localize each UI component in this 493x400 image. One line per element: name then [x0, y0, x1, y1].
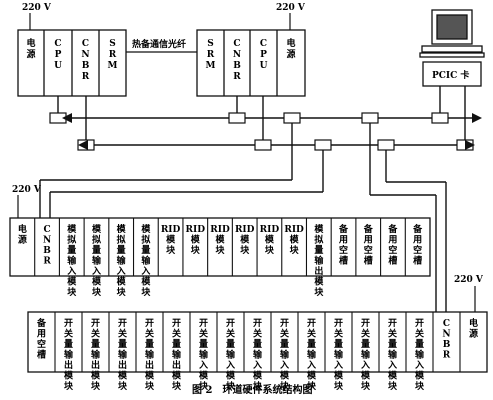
plc-right-slot-label: 电源: [286, 37, 295, 60]
rack-b-slot-label: 开关量输入模块: [252, 318, 263, 392]
plc-rack-right: [196, 29, 306, 97]
rack-a-slot-label: 备用空槽: [363, 223, 374, 267]
power-label-rack-b: 220 V: [454, 275, 484, 285]
rack-a-slot-label: 模拟量输出模块: [314, 223, 324, 298]
rack-a-slot-label: 备用空槽: [412, 223, 423, 267]
rack-a-slot-label: 模拟量输入模块: [91, 223, 102, 298]
rack-b-slots: 备用空槽 开关量输出模块 开关量输出模块 开关量输出模块 开关量输出模块 开关量输出模块 开…: [36, 312, 478, 392]
rack-b-slot-label: 开关量输出模块: [118, 318, 128, 392]
rack-b-slot-label: 开关量输出模块: [145, 318, 155, 392]
rack-b-slot-label: 开关量输入模块: [306, 318, 317, 392]
power-label-plc-left: 220 V: [22, 3, 52, 13]
network-bus: [39, 86, 472, 312]
rack-b-slot-label: 开关量输入模块: [225, 318, 236, 392]
rack-b-slot-label: 开关量输入模块: [414, 318, 425, 392]
computer-icon: [419, 9, 485, 58]
rack-a-slot-label: 电源: [18, 223, 27, 246]
rack-b-slot-label: 开关量输入模块: [360, 318, 371, 392]
bus-terminators: [62, 113, 482, 150]
rack-b-slot-label: 开关量输出模块: [64, 318, 74, 392]
pcic-label: PCIC 卡: [432, 69, 469, 81]
rack-a-slot-label: 模拟量输入模块: [66, 223, 77, 298]
rack-a-slot-label: 模拟量输入模块: [116, 223, 127, 298]
power-label-rack-a: 220 V: [12, 185, 42, 195]
rack-a-slot-label: 备用空槽: [338, 223, 349, 267]
rack-b-frame: [27, 311, 488, 373]
figure-caption: 图 2 环道硬件系统结构图: [192, 383, 312, 396]
rack-b-slot-label: 开关量输出模块: [172, 318, 182, 392]
rack-b-slot-label: 开关量输入模块: [387, 318, 398, 392]
rack-a-frame: [9, 217, 431, 277]
rack-a-slot-label: 模拟量输入模块: [140, 223, 151, 298]
rack-b-slot-label: 备用空槽: [36, 317, 47, 361]
rack-b-slot-label: 开关量输入模块: [198, 318, 209, 392]
hot-standby-label: 热备通信光纤: [132, 38, 186, 50]
rack-b-slot-label: 开关量输入模块: [279, 318, 290, 392]
plc-rack-left: [17, 29, 127, 97]
power-label-plc-right: 220 V: [276, 3, 306, 13]
pcic-card: [422, 61, 482, 87]
plc-left-slot-label: 电源: [26, 37, 35, 60]
rack-b-slot-label: 电源: [469, 317, 478, 340]
rack-b-slot-label: 开关量输入模块: [333, 318, 344, 392]
rack-a-slot-label: 备用空槽: [387, 223, 398, 267]
rack-b-slot-label: 开关量输出模块: [91, 318, 101, 392]
